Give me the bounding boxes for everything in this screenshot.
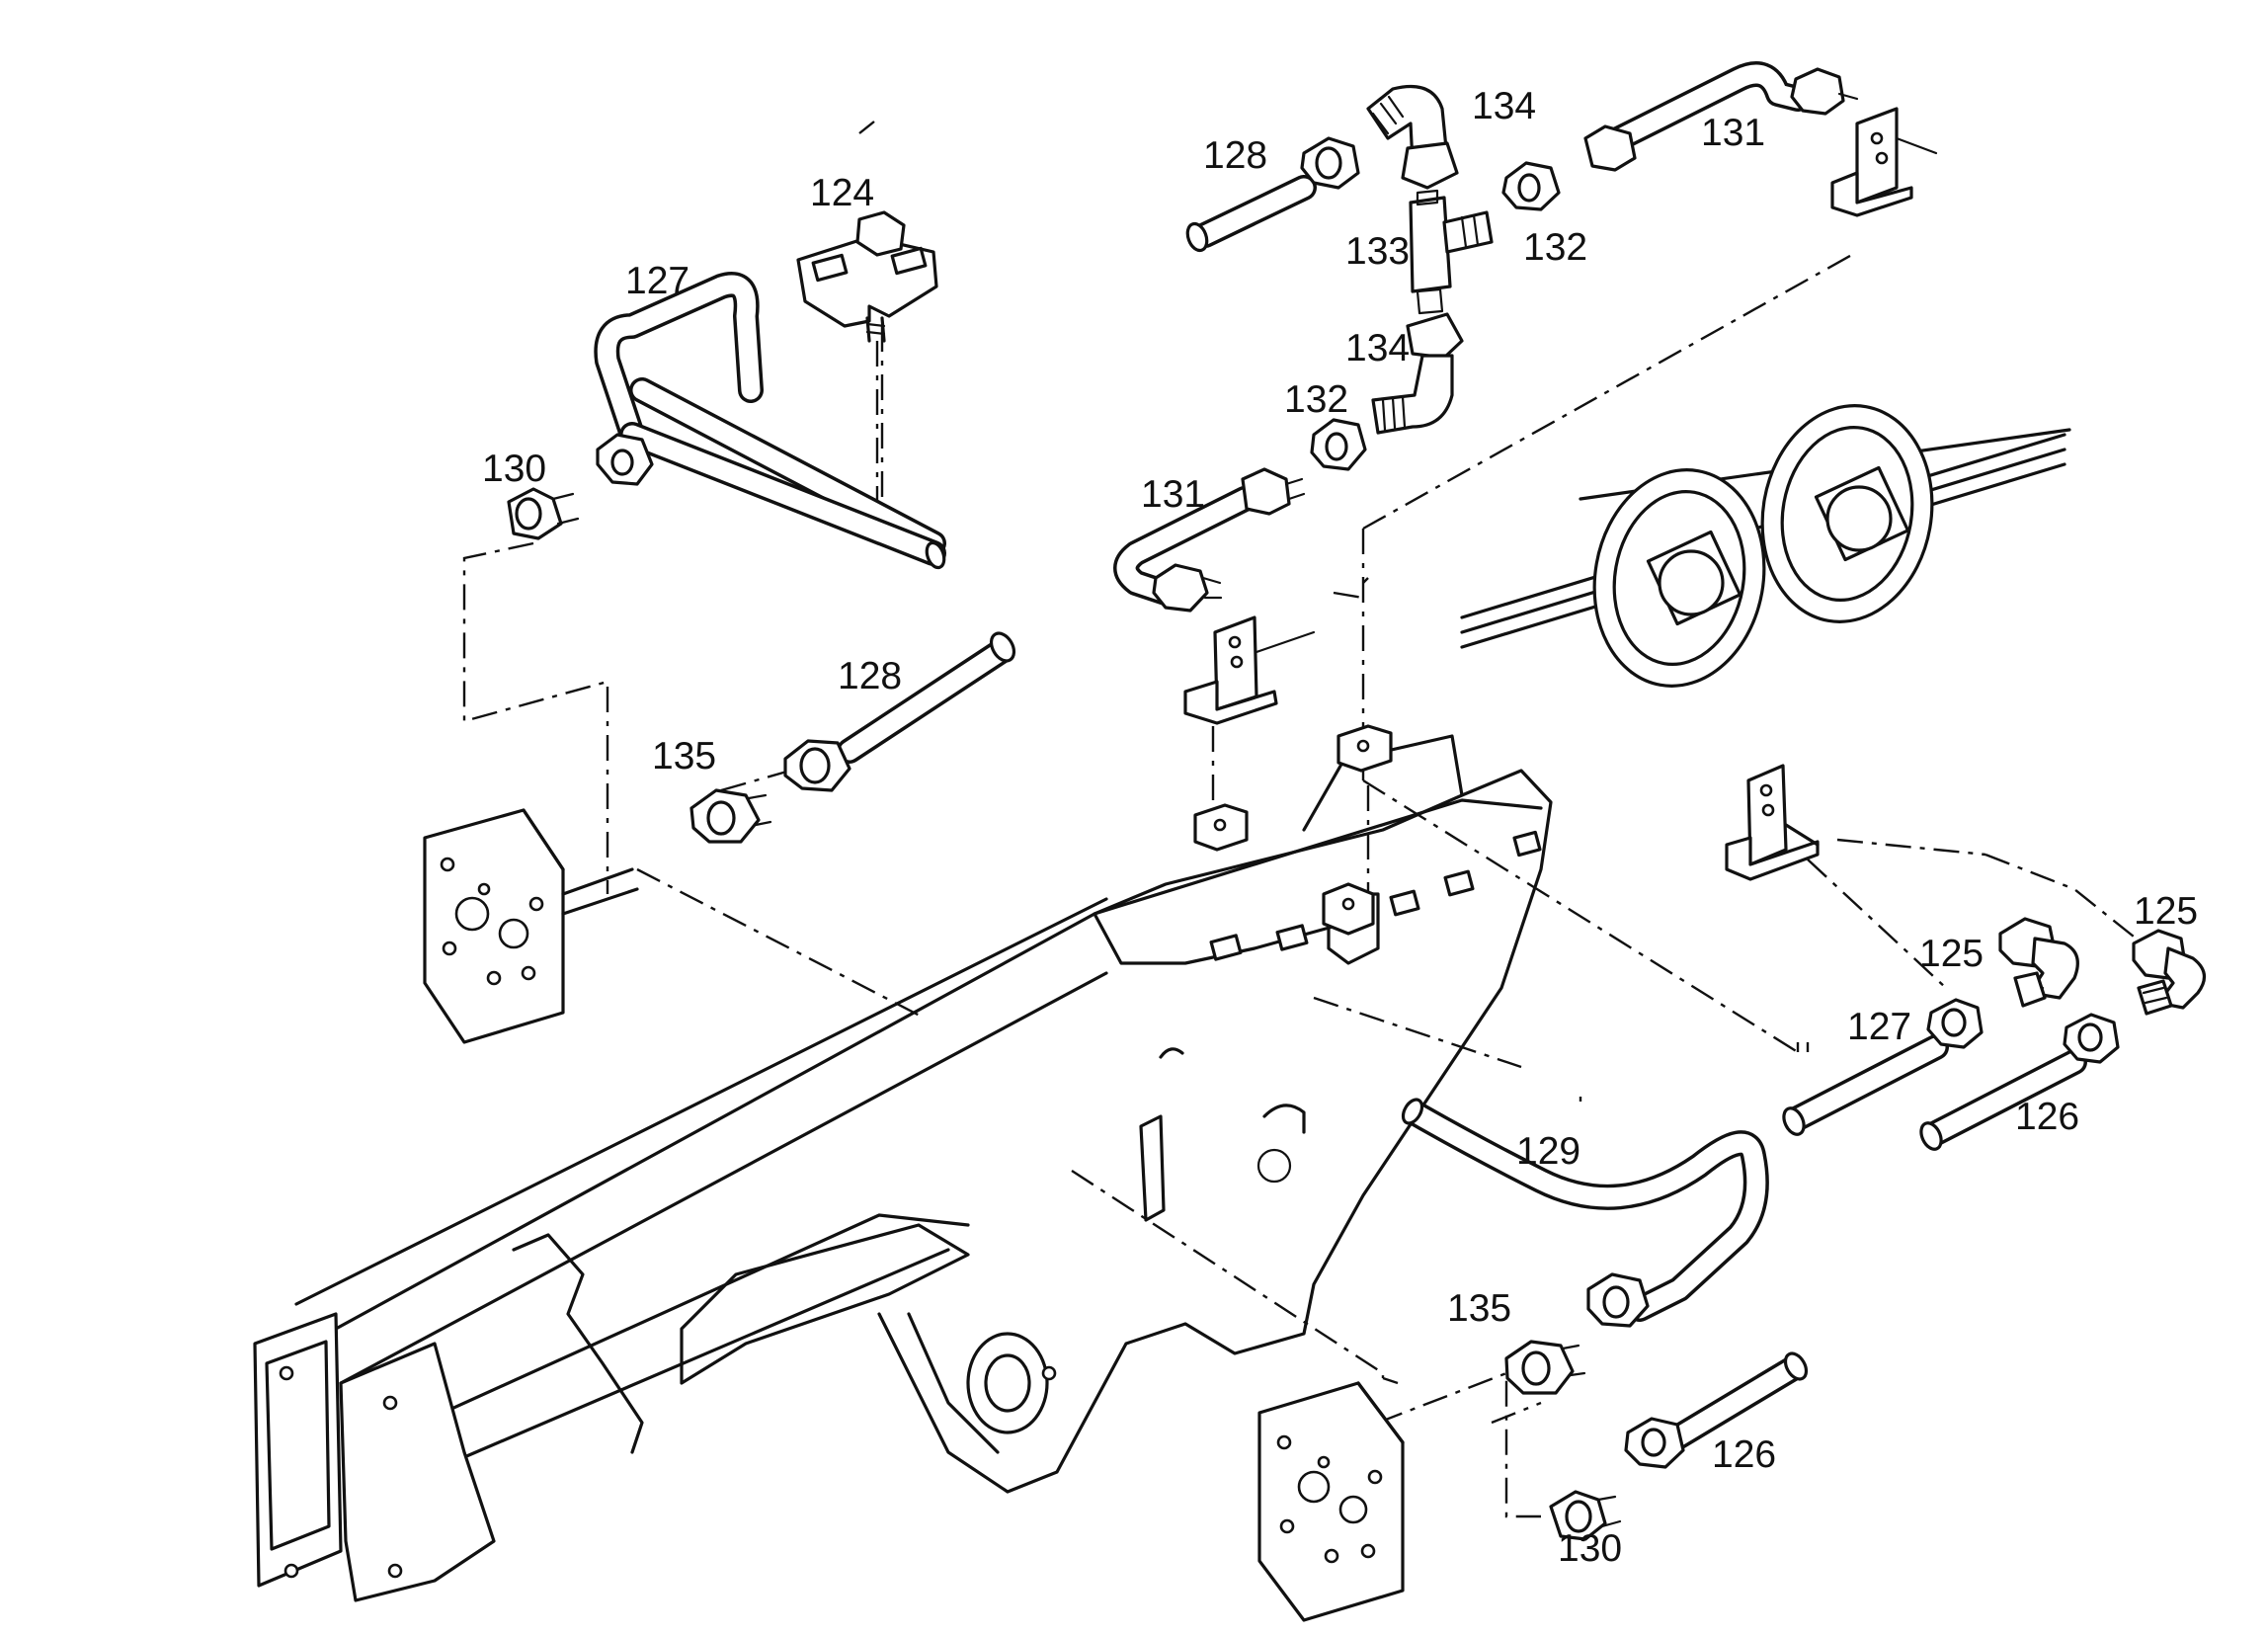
tube-127-upper [594,272,946,570]
callout-125-left: 125 [1919,933,1984,975]
fitting-135-left [689,788,772,844]
callout-126-right: 126 [2015,1096,2079,1138]
sheave-assembly [1460,404,2071,688]
tube-126-lower [1624,1351,1809,1469]
callout-131-lower: 131 [1141,473,1205,516]
callout-130-upper: 130 [482,448,546,490]
boom-beam [253,734,1553,1602]
callout-124: 124 [810,172,874,214]
tube-128-lower [783,631,1016,792]
callout-127-right: 127 [1847,1006,1911,1048]
callout-132-lower: 132 [1284,378,1348,421]
port-plate-left [423,808,639,1044]
clamp-124 [796,210,938,514]
tube-126-right [1919,1013,2120,1151]
nut-132-lower [1310,418,1367,471]
tube-128-upper [1185,136,1360,253]
callout-125-right: 125 [2134,890,2198,933]
port-plate-right [1257,1381,1405,1622]
callout-labels: 124 127 130 128 134 133 132 131 134 132 … [482,85,2198,1570]
callout-129: 129 [1516,1130,1580,1173]
bracket-center [1183,615,1316,725]
elbow-125-left [1998,917,2079,1008]
hose-129 [1401,1098,1769,1328]
callout-135-lower: 135 [1447,1287,1511,1330]
elbow-134-lower [1371,312,1464,435]
tee-133 [1409,189,1494,315]
callout-128-upper: 128 [1203,134,1267,177]
tube-131-upper [1583,61,1859,172]
callout-132-upper: 132 [1523,226,1587,269]
tube-127-right [1782,998,1984,1136]
callout-134-lower: 134 [1345,327,1410,369]
nut-132-upper [1501,161,1561,211]
beam-tabs [1193,724,1393,936]
callout-130-lower: 130 [1558,1527,1622,1570]
callout-135-upper: 135 [652,735,716,777]
fitting-130-lower [1549,1490,1622,1541]
elbow-134-upper [1366,84,1459,190]
callout-133: 133 [1345,230,1410,273]
bracket-right [1725,764,1820,881]
callout-128-lower: 128 [838,655,902,697]
tube-131-lower [1113,467,1306,613]
callout-127-upper: 127 [625,260,689,302]
fitting-135-lower [1504,1340,1586,1395]
callout-131-upper: 131 [1701,112,1765,154]
callout-126-lower: 126 [1712,1433,1776,1476]
fitting-130-upper [507,487,580,540]
bracket-upper-right [1830,107,1938,217]
elbow-125-right [2132,929,2206,1016]
callout-134-upper: 134 [1472,85,1536,127]
